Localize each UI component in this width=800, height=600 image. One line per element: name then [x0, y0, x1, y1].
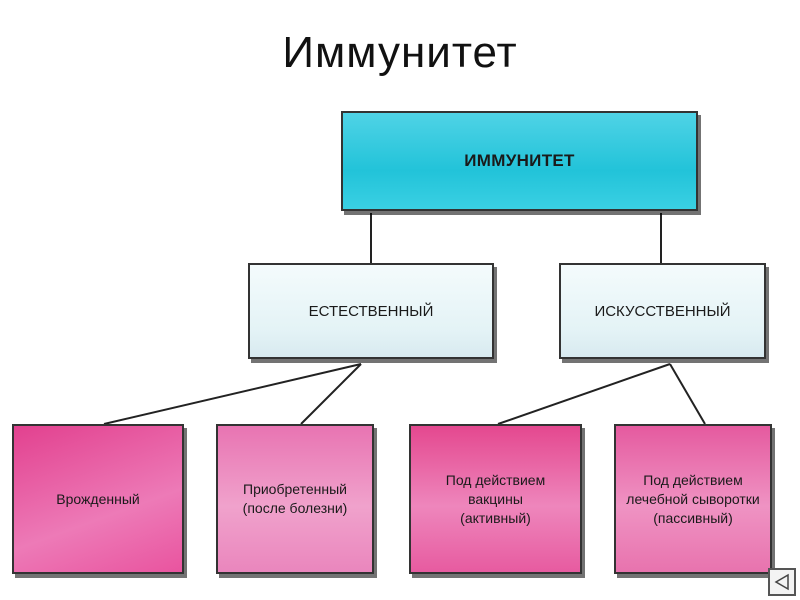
node-vaccine-line-2: вакцины — [468, 490, 523, 507]
node-acquired: Приобретенный (после болезни) — [216, 424, 374, 574]
node-innate: Врожденный — [12, 424, 184, 574]
connector-artificial-serum — [669, 363, 706, 425]
node-serum: Под действием лечебной сыворотки (пассив… — [614, 424, 772, 574]
node-acquired-line-2: (после болезни) — [242, 500, 348, 516]
node-vaccine: Под действием вакцины (активный) — [409, 424, 582, 574]
node-serum-line-3: (пассивный) — [653, 509, 733, 526]
node-natural: ЕСТЕСТВЕННЫЙ — [248, 263, 494, 359]
node-artificial: ИСКУССТВЕННЫЙ — [559, 263, 766, 359]
node-immunity: ИММУНИТЕТ — [341, 111, 698, 211]
node-acquired-line-1: Приобретенный — [243, 481, 347, 497]
node-artificial-label: ИСКУССТВЕННЫЙ — [594, 302, 731, 320]
connector-natural-acquired — [300, 363, 362, 425]
back-arrow-icon — [774, 573, 789, 591]
node-vaccine-line-3: (активный) — [460, 509, 531, 526]
node-natural-label: ЕСТЕСТВЕННЫЙ — [308, 302, 434, 320]
slide-title: Иммунитет — [282, 28, 518, 77]
connector-artificial-vaccine — [497, 363, 671, 425]
node-vaccine-line-1: Под действием — [445, 471, 546, 488]
node-immunity-label: ИММУНИТЕТ — [464, 151, 575, 170]
node-serum-line-2: лечебной сыворотки — [626, 490, 760, 507]
back-button[interactable] — [768, 568, 796, 596]
node-innate-line-1: Врожденный — [56, 490, 140, 507]
node-serum-line-1: Под действием — [643, 471, 743, 488]
connector-natural-innate — [103, 363, 362, 425]
